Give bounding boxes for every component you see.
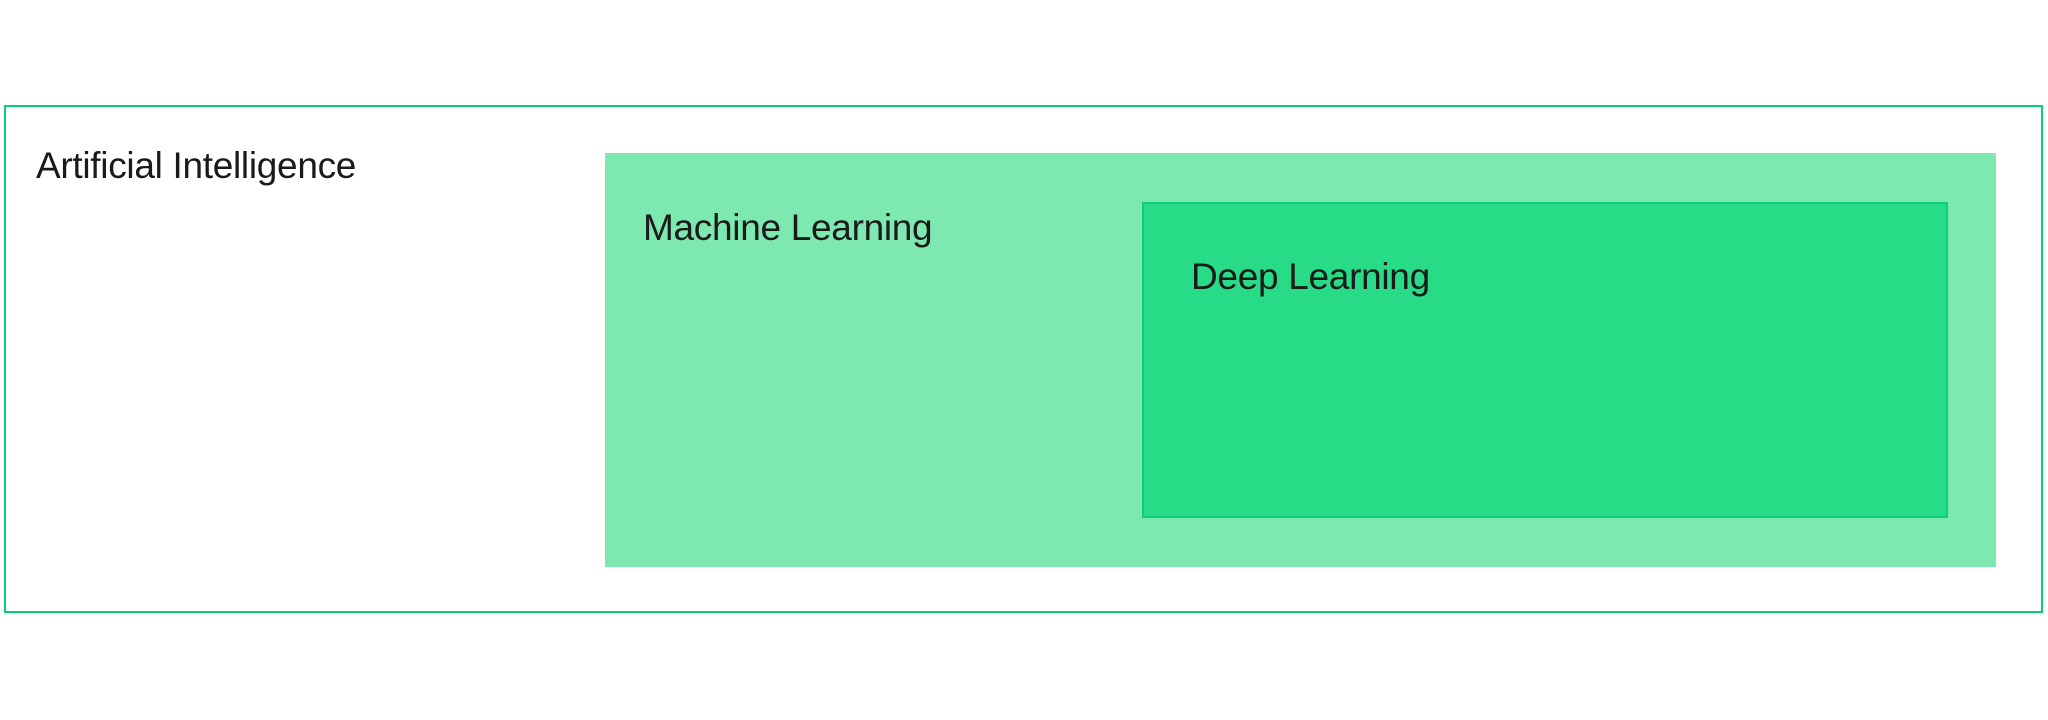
machine-learning-label: Machine Learning (643, 207, 933, 248)
artificial-intelligence-box: Artificial Intelligence Machine Learning… (4, 105, 2043, 613)
deep-learning-label: Deep Learning (1191, 256, 1430, 297)
machine-learning-box: Machine Learning Deep Learning (605, 153, 1996, 567)
deep-learning-box: Deep Learning (1142, 202, 1948, 518)
artificial-intelligence-label: Artificial Intelligence (36, 145, 357, 186)
